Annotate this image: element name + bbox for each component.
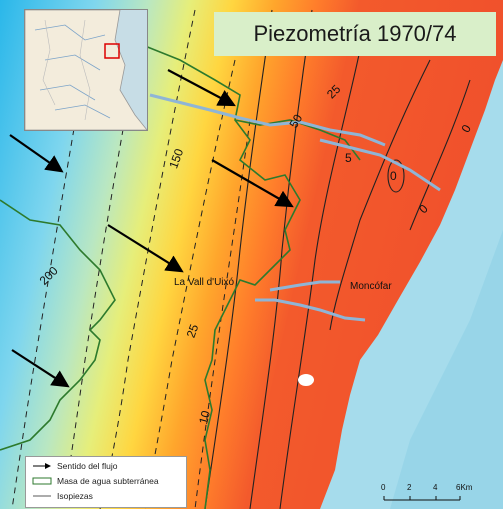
scale-tick-0: 0 <box>381 483 386 492</box>
legend-isopieces-label: Isopiezas <box>57 491 93 501</box>
contour-label-150: 150 <box>166 147 186 171</box>
flow-arrow <box>167 69 236 107</box>
town-la-vall-duixo: La Vall d'Uixó <box>174 277 235 288</box>
flow-arrow <box>107 224 184 273</box>
locator-inset-map <box>24 9 148 131</box>
map-title: Piezometría 1970/74 <box>214 12 496 56</box>
rivers <box>149 93 441 322</box>
contour-label-50: 50 <box>286 112 305 131</box>
flow-arrow <box>211 159 294 208</box>
legend-water-body: Masa de agua subterránea <box>32 476 159 486</box>
legend-water-body-label: Masa de agua subterránea <box>57 476 159 486</box>
contour-label-10: 10 <box>196 409 213 426</box>
flow-arrow <box>11 349 70 388</box>
location-marker <box>104 43 120 59</box>
legend-flow: Sentido del flujo <box>32 461 118 471</box>
water-body-boundary <box>0 39 361 509</box>
sea-shade <box>390 230 503 509</box>
map-legend: Sentido del flujo Masa de agua subterrán… <box>25 456 187 508</box>
lagoon <box>298 374 314 386</box>
scale-bar: 0 2 4 6Km <box>381 483 473 501</box>
contour-label-0a: 0 <box>390 169 397 183</box>
scale-tick-4: 4 <box>433 483 438 492</box>
legend-flow-label: Sentido del flujo <box>57 461 118 471</box>
isopieza-lines <box>204 9 471 509</box>
town-moncofar: Moncófar <box>350 281 392 292</box>
contour-label-25b: 25 <box>184 322 202 340</box>
scale-tick-2: 2 <box>407 483 412 492</box>
flow-arrows <box>9 69 294 388</box>
flow-arrow <box>9 134 64 173</box>
legend-isopieces: Isopiezas <box>32 491 93 501</box>
scale-tick-6km: 6Km <box>456 483 473 492</box>
contour-label-5: 5 <box>345 151 352 165</box>
